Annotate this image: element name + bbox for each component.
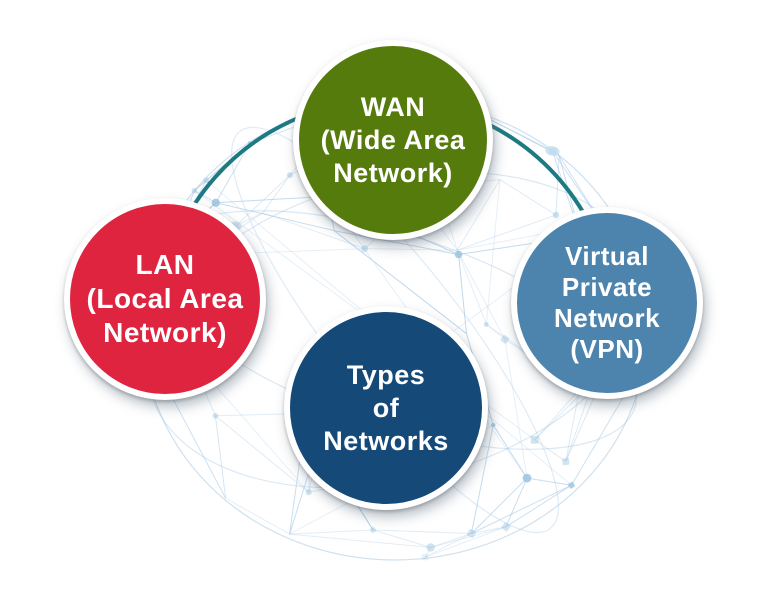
node-lan-label-line: Network) [103,317,227,348]
node-vpn-label: Virtual Private Network (VPN) [517,241,697,365]
node-wan-label-line: WAN [360,91,426,122]
node-lan-label: LAN (Local Area Network) [70,248,260,350]
node-lan-label-line: (Local Area [86,283,244,314]
node-vpn: Virtual Private Network (VPN) [511,207,703,399]
center-label-line: of [372,392,400,423]
node-lan: LAN (Local Area Network) [64,198,266,400]
node-wan-label: WAN (Wide Area Network) [299,91,487,190]
node-vpn-label-line: Virtual [565,241,649,271]
node-vpn-label-line: (VPN) [570,334,644,364]
node-wan-label-line: (Wide Area [320,124,466,155]
center-label-line: Networks [323,425,449,456]
node-types-of-networks: Types of Networks [284,306,488,510]
node-wan-label-line: Network) [333,157,453,188]
center-label-line: Types [346,359,426,390]
node-vpn-label-line: Network [553,303,661,333]
node-types-of-networks-label: Types of Networks [290,359,482,458]
node-vpn-label-line: Private [561,272,653,302]
node-wan: WAN (Wide Area Network) [293,40,493,240]
node-lan-label-line: LAN [135,249,195,280]
